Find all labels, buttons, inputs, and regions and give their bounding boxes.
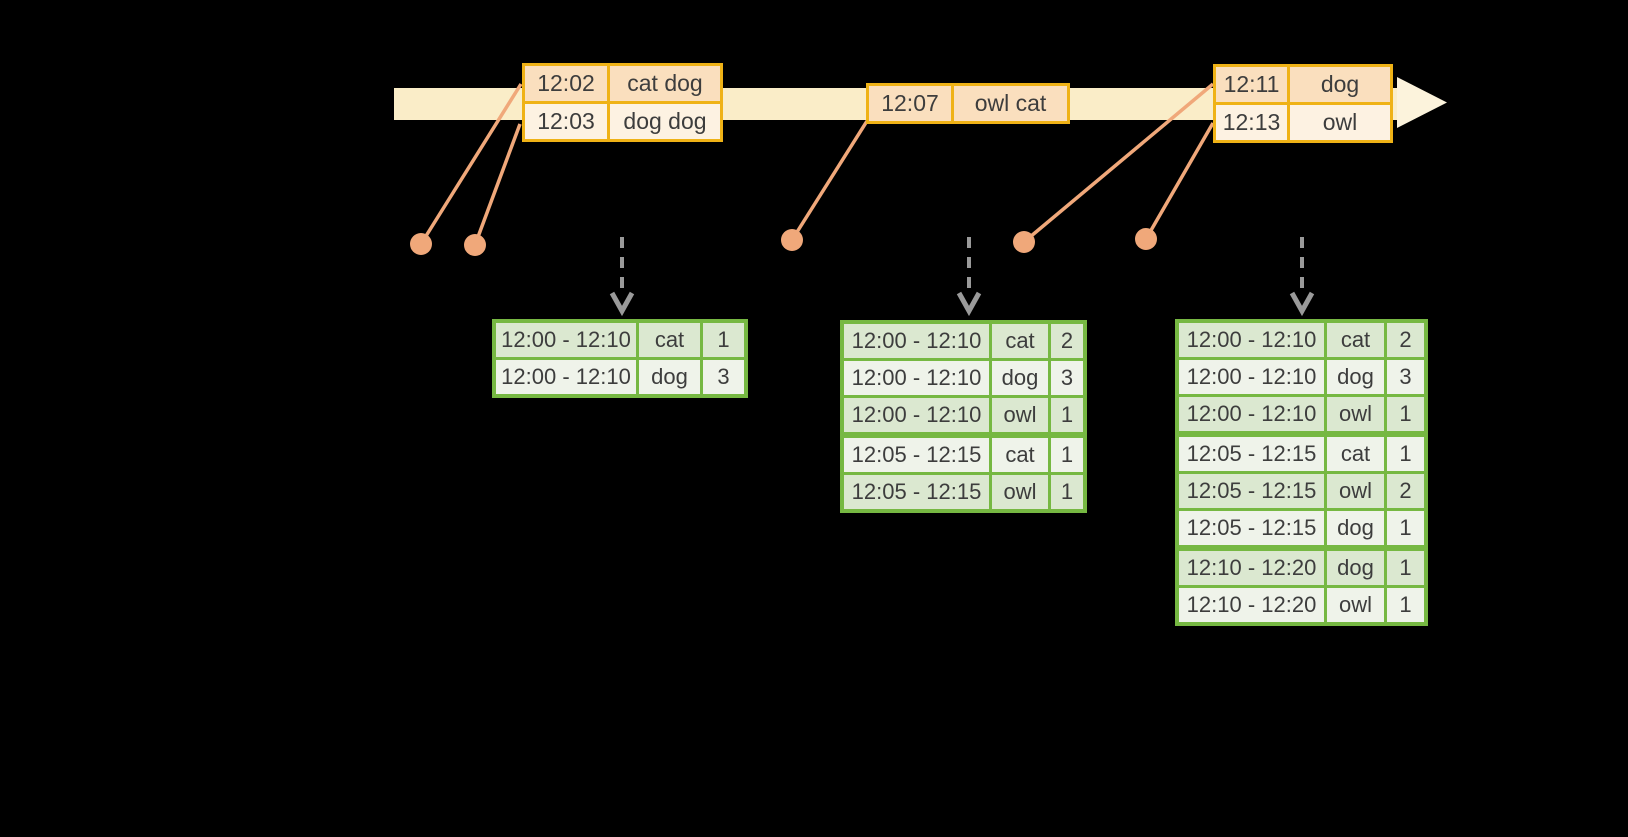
arrow-head-icon [609,291,635,317]
event-row: 12:13 owl [1216,105,1390,140]
result-window: 12:00 - 12:10 [844,361,989,395]
result-word: cat [639,323,700,357]
result-row: 12:05 - 12:15 owl 1 [844,475,1083,509]
result-window: 12:00 - 12:10 [1179,323,1324,357]
result-row: 12:05 - 12:15 dog 1 [1179,511,1424,545]
result-window: 12:00 - 12:10 [496,360,636,394]
event-words: dog [1290,67,1390,102]
event-words: owl [1290,105,1390,140]
event-words: owl cat [954,86,1067,121]
connector-line [1022,82,1215,244]
event-dot-icon [410,233,432,255]
result-word: owl [992,475,1048,509]
result-row: 12:00 - 12:10 dog 3 [844,361,1083,395]
result-word: cat [992,324,1048,358]
result-row: 12:00 - 12:10 owl 1 [1179,397,1424,431]
result-word: dog [992,361,1048,395]
event-words: dog dog [610,104,720,139]
event-time: 12:07 [869,86,951,121]
connector-line [419,83,523,245]
result-window: 12:10 - 12:20 [1179,588,1324,622]
result-word: owl [992,398,1048,432]
event-time: 12:13 [1216,105,1287,140]
result-row: 12:00 - 12:10 dog 3 [496,360,744,394]
result-word: cat [1327,437,1384,471]
result-count: 1 [703,323,744,357]
result-count: 1 [1051,438,1083,472]
connector-line [473,123,522,246]
arrow-head-icon [1289,291,1315,317]
event-table-2: 12:07 owl cat [866,83,1070,124]
result-row: 12:05 - 12:15 owl 2 [1179,474,1424,508]
result-count: 3 [703,360,744,394]
result-table-2: 12:00 - 12:10 cat 2 12:00 - 12:10 dog 3 … [840,320,1087,513]
result-count: 1 [1387,551,1424,585]
result-word: dog [1327,551,1384,585]
event-time: 12:03 [525,104,607,139]
event-dots [410,228,1157,256]
event-time: 12:02 [525,66,607,101]
result-window: 12:00 - 12:10 [844,324,989,358]
result-row: 12:00 - 12:10 dog 3 [1179,360,1424,394]
result-window: 12:00 - 12:10 [1179,360,1324,394]
event-table-3: 12:11 dog 12:13 owl [1213,64,1393,143]
result-table-1: 12:00 - 12:10 cat 1 12:00 - 12:10 dog 3 [492,319,748,398]
result-count: 3 [1387,360,1424,394]
result-count: 3 [1051,361,1083,395]
result-word: cat [992,438,1048,472]
result-word: dog [1327,511,1384,545]
event-words: cat dog [610,66,720,101]
result-window: 12:05 - 12:15 [844,475,989,509]
event-row: 12:07 owl cat [869,86,1067,121]
timeline-arrowhead-icon [1397,77,1447,128]
result-table-3: 12:00 - 12:10 cat 2 12:00 - 12:10 dog 3 … [1175,319,1428,626]
result-window: 12:00 - 12:10 [496,323,636,357]
result-row: 12:05 - 12:15 cat 1 [844,438,1083,472]
event-row: 12:03 dog dog [525,104,720,139]
result-count: 1 [1051,398,1083,432]
result-word: dog [639,360,700,394]
trigger-arrows [609,237,1315,317]
result-word: owl [1327,474,1384,508]
result-count: 1 [1387,588,1424,622]
result-count: 2 [1387,323,1424,357]
event-row: 12:11 dog [1216,67,1390,102]
result-count: 1 [1387,511,1424,545]
result-window: 12:00 - 12:10 [1179,397,1324,431]
event-dot-icon [1013,231,1035,253]
result-word: cat [1327,323,1384,357]
result-word: owl [1327,588,1384,622]
result-count: 2 [1051,324,1083,358]
result-window: 12:05 - 12:15 [1179,511,1324,545]
connector-line [1144,122,1215,240]
result-window: 12:10 - 12:20 [1179,551,1324,585]
result-window: 12:05 - 12:15 [1179,474,1324,508]
result-window: 12:05 - 12:15 [844,438,989,472]
event-dot-icon [1135,228,1157,250]
arrow-head-icon [956,291,982,317]
result-row: 12:00 - 12:10 cat 2 [844,324,1083,358]
event-dot-icon [464,234,486,256]
result-count: 1 [1051,475,1083,509]
connector-line [790,120,869,241]
event-time: 12:11 [1216,67,1287,102]
result-row: 12:05 - 12:15 cat 1 [1179,437,1424,471]
event-table-1: 12:02 cat dog 12:03 dog dog [522,63,723,142]
result-row: 12:10 - 12:20 dog 1 [1179,551,1424,585]
event-row: 12:02 cat dog [525,66,720,101]
result-count: 1 [1387,397,1424,431]
result-window: 12:00 - 12:10 [844,398,989,432]
event-dot-icon [781,229,803,251]
result-row: 12:00 - 12:10 cat 1 [496,323,744,357]
result-row: 12:00 - 12:10 owl 1 [844,398,1083,432]
result-word: dog [1327,360,1384,394]
event-connector-lines [419,82,1215,246]
result-row: 12:00 - 12:10 cat 2 [1179,323,1424,357]
result-count: 1 [1387,437,1424,471]
result-word: owl [1327,397,1384,431]
result-count: 2 [1387,474,1424,508]
result-window: 12:05 - 12:15 [1179,437,1324,471]
result-row: 12:10 - 12:20 owl 1 [1179,588,1424,622]
